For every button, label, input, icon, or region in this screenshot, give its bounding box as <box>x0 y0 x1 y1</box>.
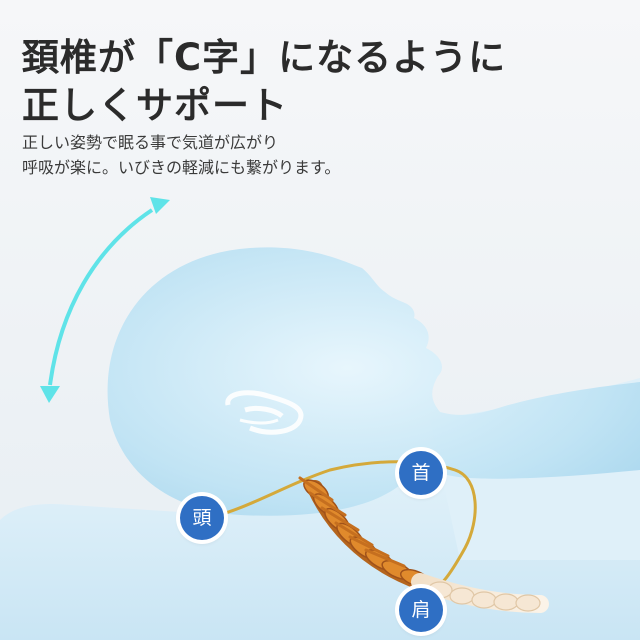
cervical-spine <box>298 476 549 613</box>
headline-line-2: 正しくサポート <box>22 84 288 127</box>
headline: 頚椎が「C字」になるように 正しくサポート <box>22 34 506 130</box>
description-line-2: 呼吸が楽に。いびきの軽減にも繋がります。 <box>22 158 341 177</box>
ear-shape <box>225 390 304 435</box>
shoulder-label-badge: 肩 <box>399 588 443 632</box>
head-silhouette <box>107 247 640 516</box>
support-curve-line <box>207 460 477 600</box>
description-line-1: 正しい姿勢で眠る事で気道が広がり <box>22 133 279 152</box>
description: 正しい姿勢で眠る事で気道が広がり 呼吸が楽に。いびきの軽減にも繋がります。 <box>22 130 340 180</box>
head-label-badge: 頭 <box>180 496 224 540</box>
neck-label-badge: 首 <box>399 451 443 495</box>
rotation-arrow-icon <box>40 197 170 403</box>
headline-line-1: 頚椎が「C字」になるように <box>22 36 507 79</box>
